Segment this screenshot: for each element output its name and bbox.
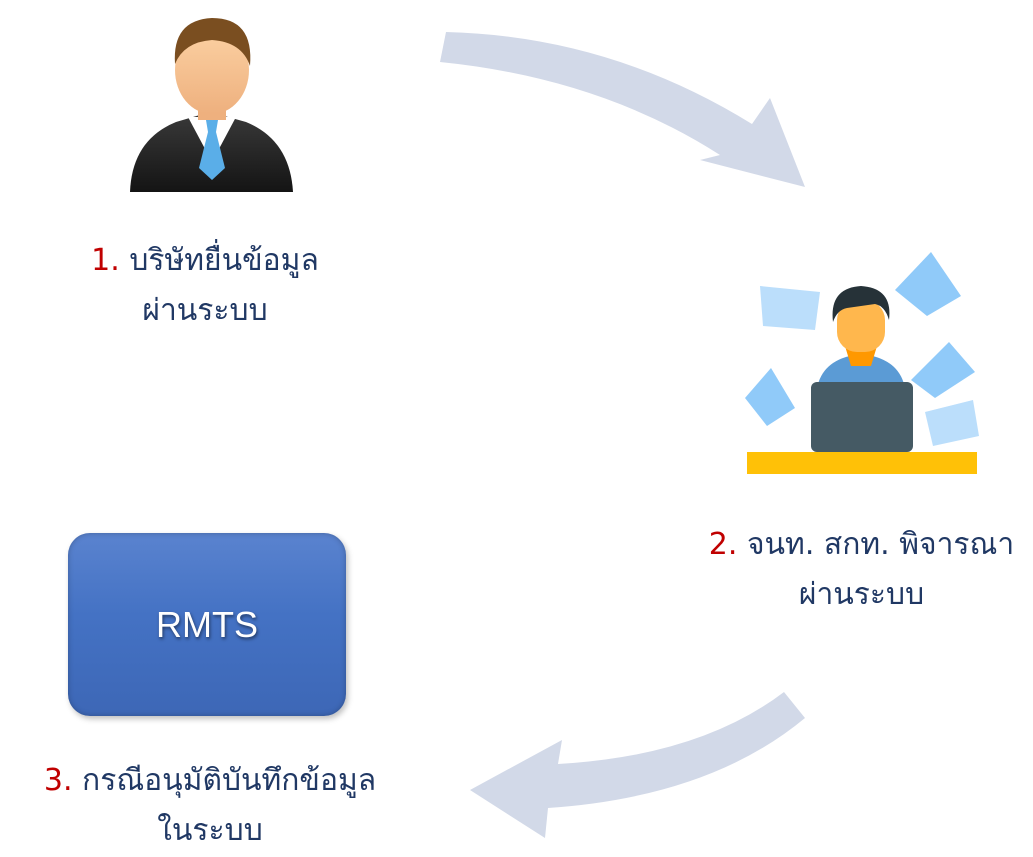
businessman-icon <box>130 18 293 192</box>
officer-at-laptop-icon <box>745 252 979 474</box>
step-2-line-2: ผ่านระบบ <box>798 577 925 612</box>
step-3-number: 3. <box>43 763 73 798</box>
rmts-system-box: RMTS <box>68 533 346 716</box>
step-2-line-1: 2. จนท. สกท. พิจารณา <box>690 520 1033 570</box>
step-3-label: 3. กรณีอนุมัติบันทึกข้อมูล ในระบบ <box>0 756 420 856</box>
step-3-text: กรณีอนุมัติบันทึกข้อมูล <box>82 763 377 798</box>
step-1-label: 1. บริษัทยื่นข้อมูล ผ่านระบบ <box>40 236 370 336</box>
step-1-line-2: ผ่านระบบ <box>142 293 268 328</box>
step-2-label: 2. จนท. สกท. พิจารณา ผ่านระบบ <box>690 520 1033 620</box>
arrow-top-shape <box>440 32 805 187</box>
step-1-line-1: 1. บริษัทยื่นข้อมูล <box>40 236 370 286</box>
step-3-line-2: ในระบบ <box>157 813 263 848</box>
rmts-label: RMTS <box>156 603 258 645</box>
step-2-text: จนท. สกท. พิจารณา <box>746 527 1015 562</box>
arrow-bottom-shape <box>470 692 805 838</box>
step-3-line-1: 3. กรณีอนุมัติบันทึกข้อมูล <box>0 756 420 806</box>
step-1-number: 1. <box>91 243 120 278</box>
step-2-number: 2. <box>708 527 738 562</box>
step-1-text: บริษัทยื่นข้อมูล <box>129 243 319 278</box>
